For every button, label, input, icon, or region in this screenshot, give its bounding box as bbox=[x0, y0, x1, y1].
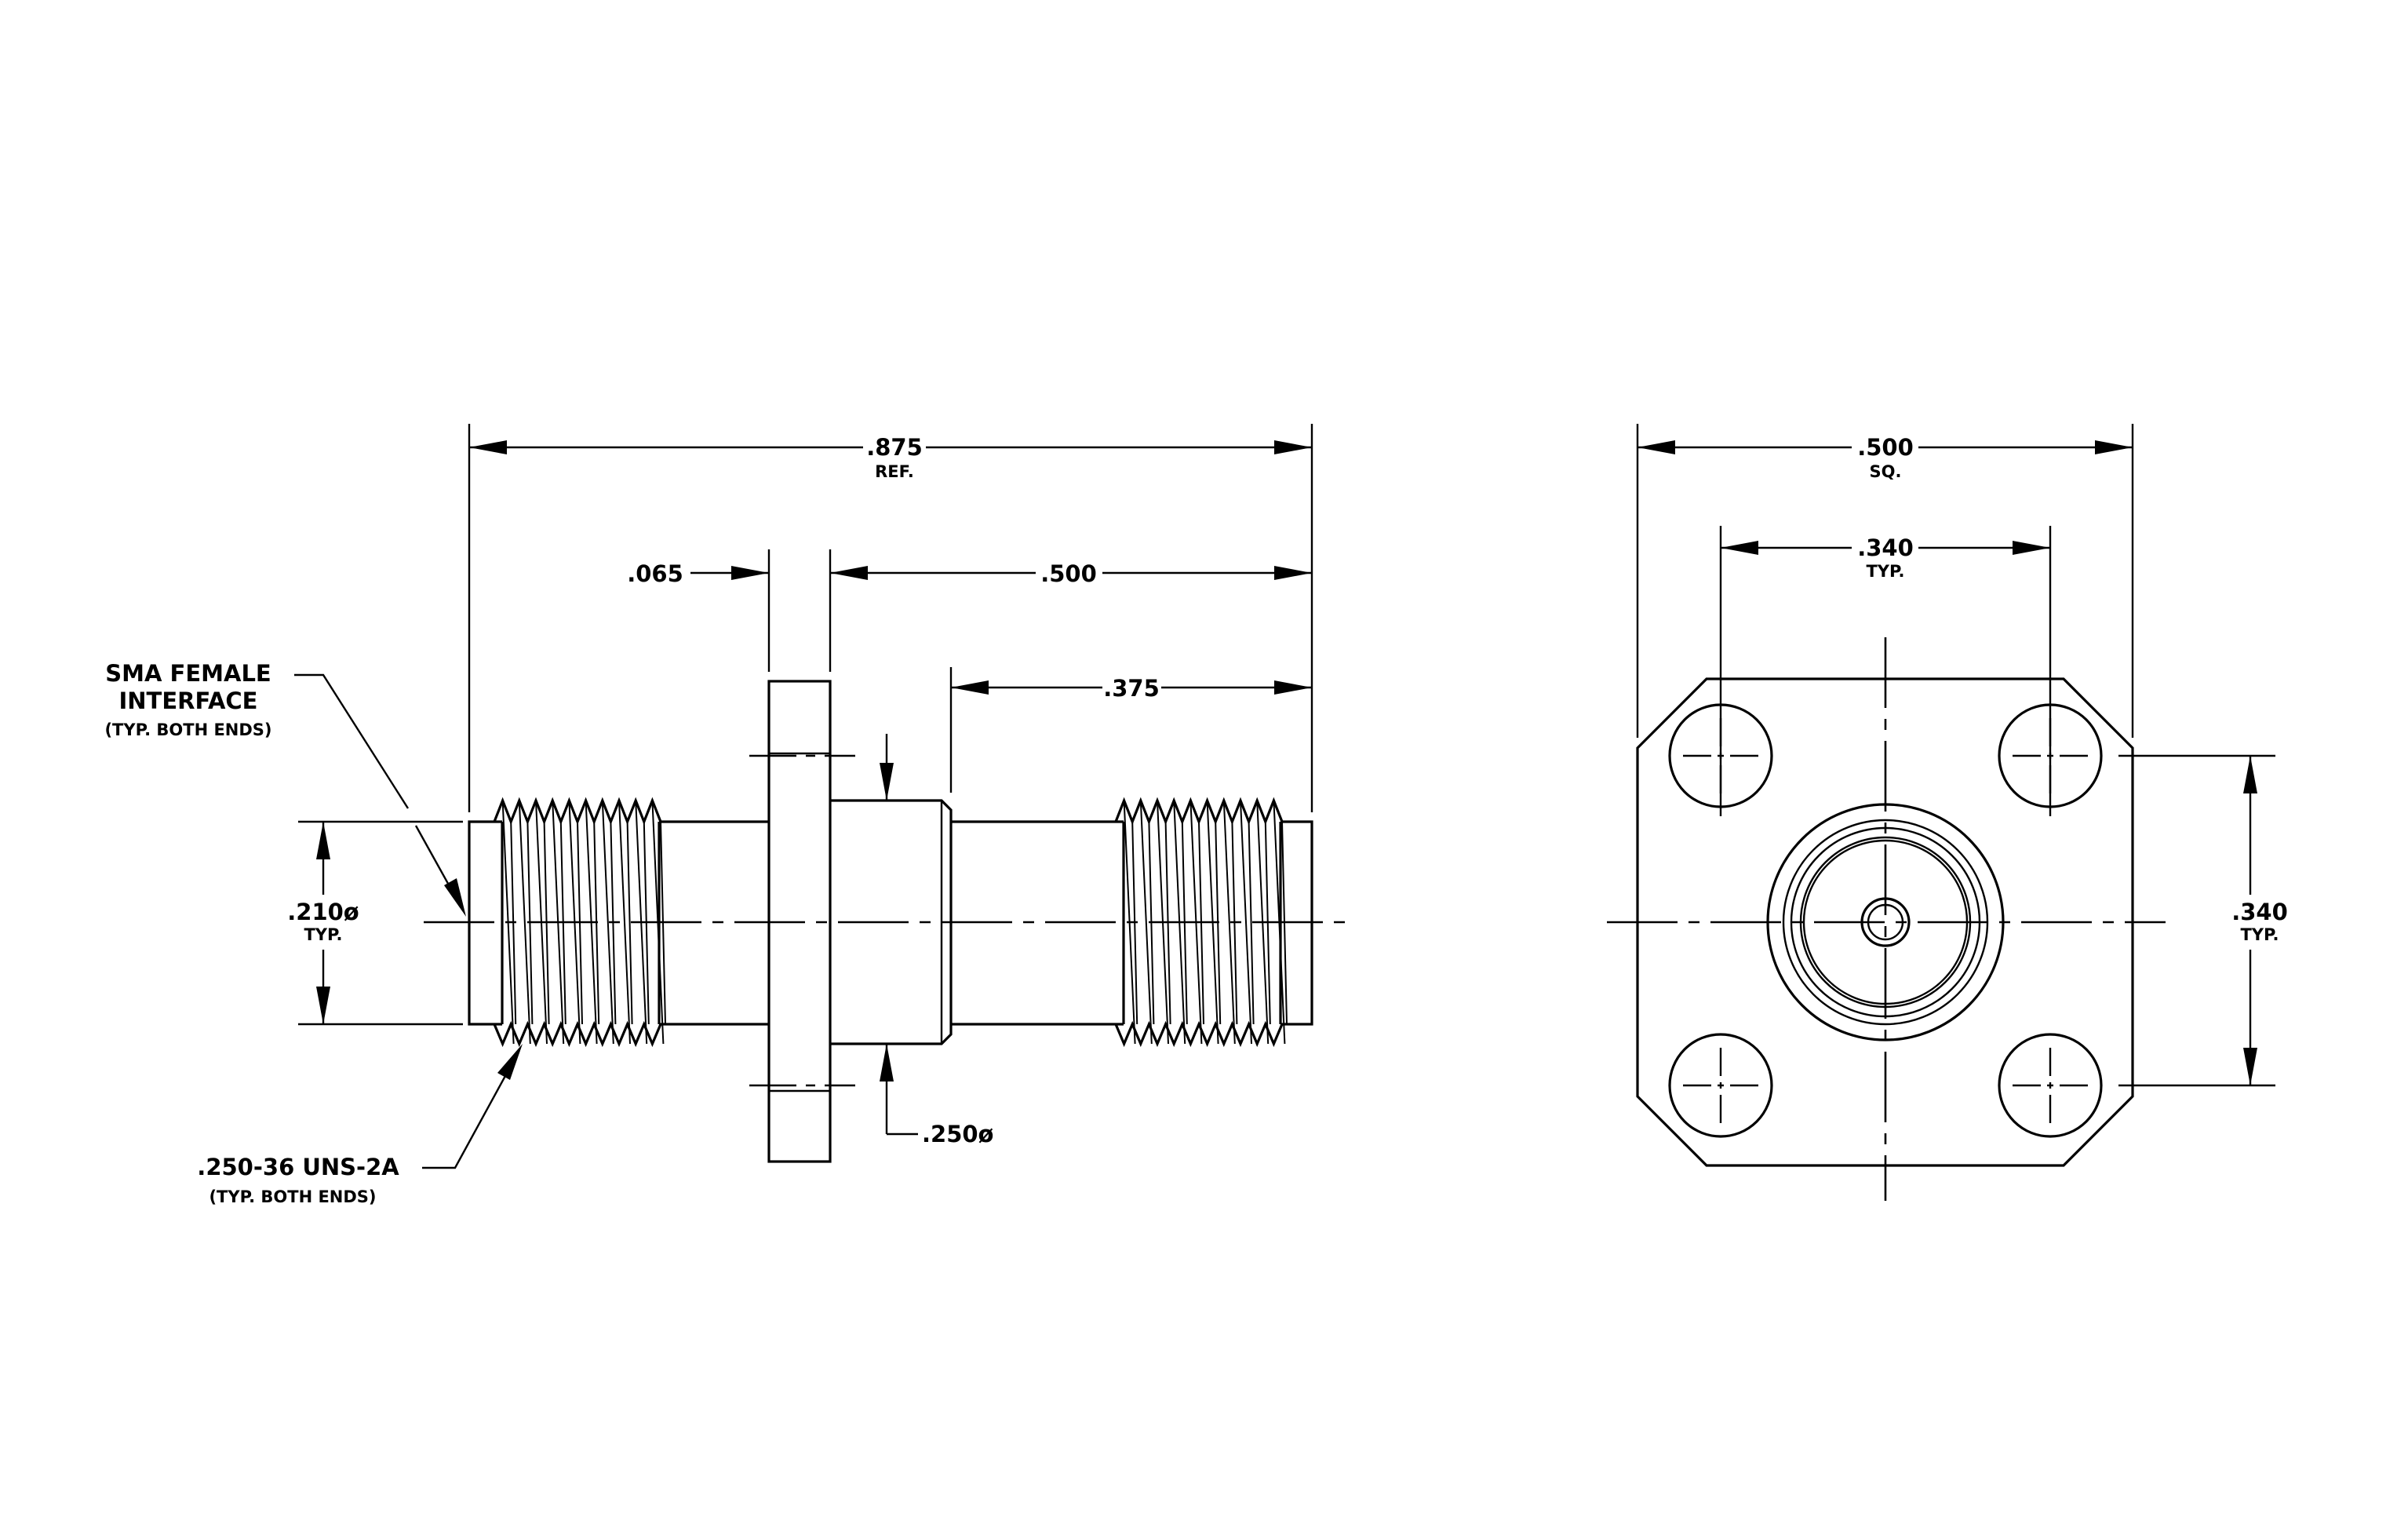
flange-square-outline bbox=[1636, 677, 2134, 1167]
dim-overall-length: .875 bbox=[866, 434, 923, 461]
dim-flange-to-end: .500 bbox=[1040, 560, 1097, 587]
dim-body-to-end: .375 bbox=[1103, 675, 1160, 702]
left-end-face bbox=[468, 820, 502, 1026]
left-thread bbox=[493, 797, 666, 1048]
dim-overall-length-note: REF. bbox=[875, 462, 914, 481]
side-view: .875 REF. .065 .500 .375 .210ø TYP. .250… bbox=[104, 424, 1353, 1206]
callout-thread-line1: .250-36 UNS-2A bbox=[197, 1154, 399, 1180]
right-end-face bbox=[1281, 820, 1313, 1026]
dim-flange-thickness: .065 bbox=[627, 560, 683, 587]
dim-hole-spacing-v: .340 bbox=[2231, 899, 2288, 925]
center-pin-socket bbox=[1860, 897, 1911, 947]
dim-interface-dia: .210ø bbox=[287, 899, 359, 925]
dim-body-dia: .250ø bbox=[922, 1121, 993, 1147]
dim-flange-square: .500 bbox=[1857, 434, 1914, 461]
mounting-hole bbox=[1998, 1033, 2103, 1138]
dim-interface-dia-note: TYP. bbox=[304, 925, 342, 944]
dim-hole-spacing-h: .340 bbox=[1857, 534, 1914, 561]
callout-interface-line2: INTERFACE bbox=[118, 688, 257, 714]
mounting-hole bbox=[1668, 1033, 1773, 1138]
dim-hole-spacing-h-note: TYP. bbox=[1866, 562, 1904, 581]
dim-hole-spacing-v-note: TYP. bbox=[2240, 925, 2279, 944]
end-view: .500 SQ. .340 TYP. .340 TYP. bbox=[1607, 424, 2288, 1201]
body-outer-circle bbox=[1766, 803, 2005, 1041]
flange bbox=[767, 680, 832, 1163]
body-section bbox=[830, 799, 953, 1045]
dim-flange-square-note: SQ. bbox=[1870, 462, 1902, 481]
callout-interface-line1: SMA FEMALE bbox=[105, 660, 271, 687]
callout-interface-line3: (TYP. BOTH ENDS) bbox=[104, 720, 271, 739]
callout-thread-line2: (TYP. BOTH ENDS) bbox=[209, 1187, 376, 1206]
